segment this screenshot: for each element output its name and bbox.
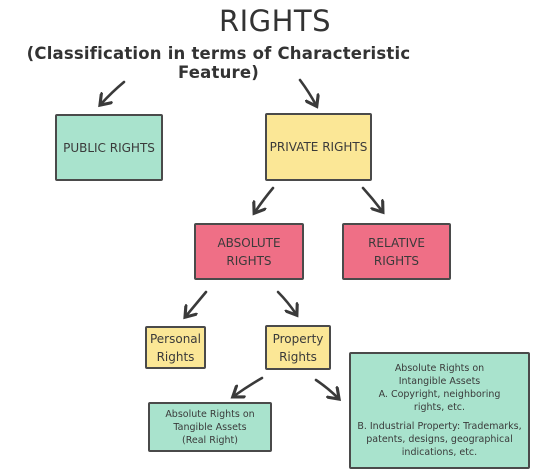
intangible-item-a-label: A. Copyright, neighboring rights, etc. — [378, 389, 501, 413]
tangible-assets-label: Absolute Rights on Tangible Assets (Real… — [165, 408, 255, 446]
personal-rights-box: Personal Rights — [145, 326, 206, 369]
arrow-to-tangible-assets — [234, 376, 264, 396]
diagram-title: RIGHTS — [218, 4, 332, 38]
arrow-to-relative-rights — [361, 186, 382, 211]
absolute-rights-label: ABSOLUTE RIGHTS — [217, 235, 281, 268]
relative-rights-box: RELATIVE RIGHTS — [342, 223, 451, 280]
public-rights-label: PUBLIC RIGHTS — [63, 140, 155, 155]
property-rights-box: Property Rights — [265, 325, 331, 370]
arrow-to-intangible-assets — [314, 378, 338, 398]
personal-rights-label: Personal Rights — [149, 331, 201, 364]
arrow-to-absolute-rights — [255, 186, 275, 212]
arrow-to-property-rights — [276, 290, 296, 314]
absolute-rights-box: ABSOLUTE RIGHTS — [194, 223, 304, 280]
intangible-heading-label: Absolute Rights on Intangible Assets — [394, 363, 485, 387]
diagram-subtitle: (Classification in terms of Characterist… — [26, 44, 411, 82]
private-rights-label: PRIVATE RIGHTS — [269, 140, 368, 154]
relative-rights-label: RELATIVE RIGHTS — [368, 235, 425, 268]
arrow-to-public-rights — [101, 80, 126, 104]
tangible-assets-box: Absolute Rights on Tangible Assets (Real… — [148, 402, 272, 452]
arrow-to-personal-rights — [186, 290, 208, 316]
intangible-assets-box: Absolute Rights on Intangible Assets A. … — [349, 352, 530, 469]
property-rights-label: Property Rights — [272, 331, 324, 364]
public-rights-box: PUBLIC RIGHTS — [55, 114, 163, 181]
arrow-to-private-rights — [298, 78, 316, 105]
intangible-item-b-label: B. Industrial Property: Trademarks, pate… — [357, 421, 522, 458]
private-rights-box: PRIVATE RIGHTS — [265, 113, 372, 181]
